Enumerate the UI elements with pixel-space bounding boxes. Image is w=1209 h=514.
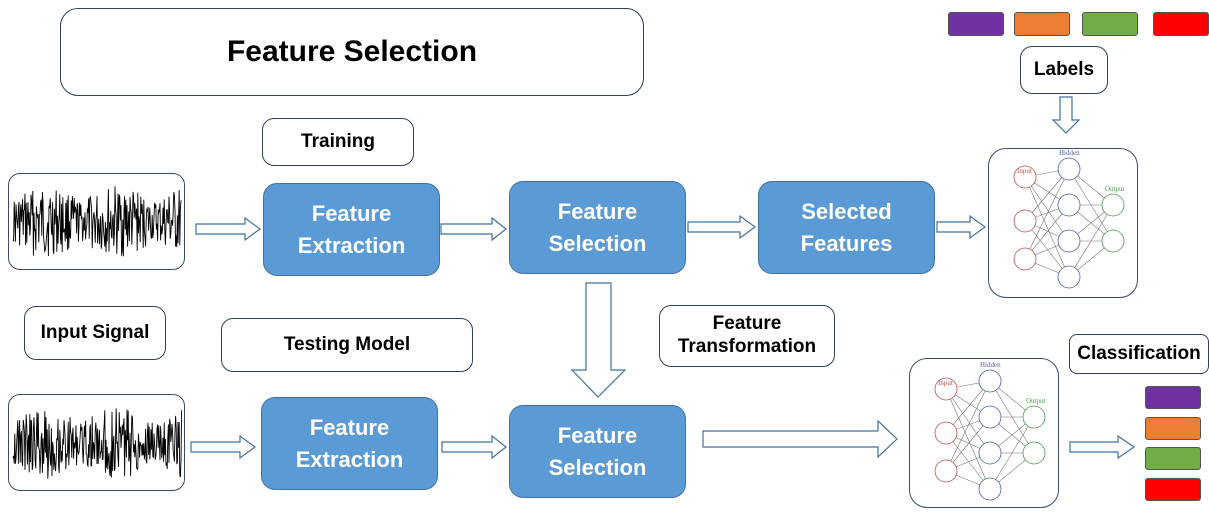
nn-node bbox=[1022, 441, 1046, 465]
nn-connection bbox=[945, 416, 991, 472]
input-signal-label: Input Signal bbox=[40, 321, 150, 343]
nn-node bbox=[1057, 193, 1081, 217]
nn-node bbox=[1013, 247, 1037, 271]
nn-connection bbox=[1024, 176, 1070, 242]
nn-node bbox=[1013, 165, 1037, 189]
nn-connection bbox=[945, 432, 991, 490]
waveform-line bbox=[12, 408, 183, 479]
neural-network-training: Input Hidden Output bbox=[988, 148, 1138, 298]
input-signal-label-box: Input Signal bbox=[24, 306, 166, 360]
waveform-testing bbox=[12, 408, 183, 479]
class-swatch-red bbox=[1145, 478, 1201, 501]
nn-node bbox=[1022, 405, 1046, 429]
nn-connection bbox=[1068, 204, 1114, 278]
nn-node bbox=[978, 405, 1002, 429]
waveform-line bbox=[12, 186, 182, 257]
nn-node bbox=[934, 459, 958, 483]
classification-label: Classification bbox=[1077, 342, 1201, 364]
nn-input-text: Input bbox=[938, 379, 953, 387]
arrow-extraction-to-selection-training bbox=[440, 216, 507, 242]
nn-connection bbox=[989, 416, 1035, 490]
nn-node bbox=[1057, 157, 1081, 181]
nn-node bbox=[1013, 209, 1037, 233]
testing-feature-extraction: Feature Extraction bbox=[261, 397, 438, 490]
class-swatch-green bbox=[1145, 447, 1201, 470]
feature-transformation-box: Feature Transformation bbox=[659, 305, 835, 367]
nn-node bbox=[1057, 265, 1081, 289]
nn-output-text: Output bbox=[1105, 185, 1125, 193]
feature-transformation-label: Feature Transformation bbox=[677, 313, 817, 357]
nn-node bbox=[934, 421, 958, 445]
nn-node bbox=[1101, 193, 1125, 217]
nn-connection bbox=[1024, 176, 1070, 278]
class-swatch-orange bbox=[1145, 417, 1201, 440]
arrow-selection-to-nn-testing bbox=[702, 419, 898, 459]
arrow-feature-transformation bbox=[570, 282, 627, 398]
training-feature-extraction: Feature Extraction bbox=[263, 183, 440, 276]
label-swatch-orange bbox=[1014, 12, 1070, 36]
training-label-box: Training bbox=[262, 118, 414, 166]
nn-diagram-training: Input Hidden Output bbox=[1013, 149, 1125, 289]
arrow-nn-to-classification bbox=[1069, 434, 1136, 460]
page-title: Feature Selection bbox=[226, 35, 478, 68]
nn-connection bbox=[1024, 168, 1070, 260]
neural-network-testing: Input Hidden Output bbox=[909, 358, 1059, 508]
testing-model-label: Testing Model bbox=[283, 333, 411, 355]
nn-input-text: Input bbox=[1017, 167, 1032, 175]
nn-node bbox=[978, 369, 1002, 393]
nn-connection bbox=[1024, 204, 1070, 260]
selected-features: Selected Features bbox=[758, 181, 935, 274]
testing-feature-selection: Feature Selection bbox=[509, 405, 686, 498]
nn-node bbox=[978, 477, 1002, 501]
input-signal-waveform-testing bbox=[8, 394, 185, 491]
nn-hidden-text: Hidden bbox=[1059, 149, 1080, 157]
nn-node bbox=[978, 441, 1002, 465]
labels-box: Labels bbox=[1020, 46, 1108, 94]
nn-connection bbox=[945, 380, 991, 472]
testing-model-label-box: Testing Model bbox=[221, 318, 473, 372]
training-feature-selection: Feature Selection bbox=[509, 181, 686, 274]
input-signal-waveform-training bbox=[8, 173, 185, 270]
labels-text: Labels bbox=[1033, 58, 1095, 80]
arrow-signal-to-extraction-testing bbox=[190, 434, 257, 460]
arrow-extraction-to-selection-testing bbox=[441, 434, 507, 460]
arrow-selected-to-nn bbox=[936, 214, 987, 240]
nn-hidden-text: Hidden bbox=[980, 361, 1001, 369]
nn-connection bbox=[945, 388, 991, 454]
nn-connection bbox=[945, 388, 991, 490]
label-swatch-purple bbox=[948, 12, 1004, 36]
waveform-training bbox=[12, 186, 182, 257]
arrow-labels-to-nn bbox=[1051, 96, 1081, 134]
nn-connection bbox=[1024, 220, 1070, 278]
nn-node bbox=[1101, 229, 1125, 253]
arrow-selection-to-selected-training bbox=[687, 214, 757, 240]
class-swatch-purple bbox=[1145, 386, 1201, 409]
nn-node bbox=[1057, 229, 1081, 253]
arrow-signal-to-extraction-training bbox=[195, 216, 262, 242]
title-box: Feature Selection bbox=[60, 8, 644, 96]
training-label: Training bbox=[301, 130, 375, 152]
classification-box: Classification bbox=[1069, 334, 1209, 374]
nn-output-text: Output bbox=[1026, 397, 1046, 405]
nn-node bbox=[934, 377, 958, 401]
label-swatch-red bbox=[1153, 12, 1209, 36]
nn-diagram-testing: Input Hidden Output bbox=[934, 361, 1046, 501]
label-swatch-green bbox=[1082, 12, 1138, 36]
